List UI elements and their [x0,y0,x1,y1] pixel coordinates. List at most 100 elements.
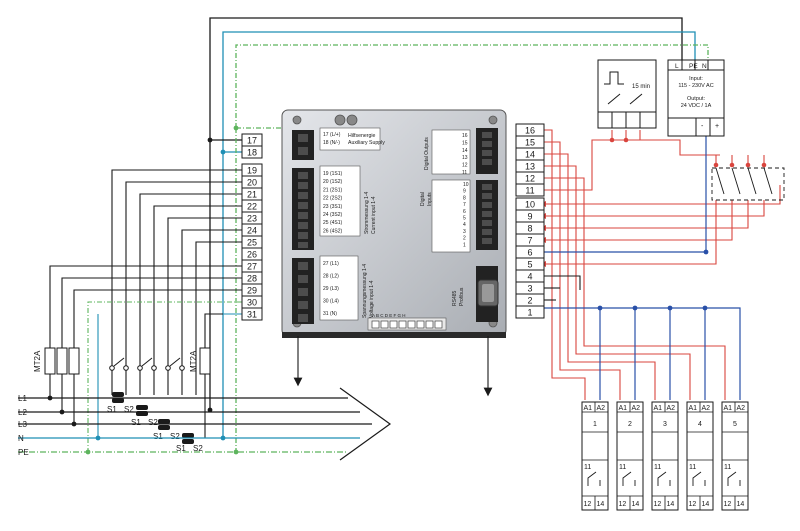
led-label: A B C D E F G H [372,313,406,318]
din-number: 2 [463,236,466,242]
din-label: Inputs [427,192,433,206]
left-terminal: 20 [241,175,263,189]
left-terminal-label: 27 [247,262,257,272]
left-terminal-label: 28 [247,274,257,284]
right-terminal: 6 [515,245,545,259]
din-number: 8 [463,195,466,201]
relay-contact-terminal: 14 [702,501,710,508]
voltage-label: Voltage input 1-4 [369,280,375,318]
current-line: 25 (4S1) [323,220,343,226]
relay-contact-terminal: 12 [654,501,662,508]
left-terminal: 17 [241,133,263,147]
current-line: 23 (3S1) [323,204,343,210]
current-line: 24 (3S2) [323,212,343,218]
relay-contact-terminal: 14 [737,501,745,508]
left-terminal: 18 [241,145,263,159]
psu-terminal: PE [689,63,698,70]
right-terminal: 4 [515,269,545,283]
right-terminal-label: 1 [527,308,532,318]
right-terminal-label: 9 [527,212,532,222]
relay-contact-terminal: 11 [619,464,626,471]
psu-output: 24 VDC / 1A [681,103,712,109]
left-terminal: 19 [241,163,263,177]
dout-number: 13 [462,155,468,161]
dout-label: Digital Outputs [424,137,430,170]
current-transformers [112,392,194,444]
relay-coil-terminal: A1 [584,405,593,412]
psu-input: 115 - 230V AC [678,83,713,89]
psu-output: Output: [687,96,706,102]
right-terminal-label: 7 [527,236,532,246]
aux-label: Auxiliary Supply [348,140,385,146]
left-terminal-label: 30 [247,298,257,308]
ct-label: S1 [107,405,117,414]
current-line: 22 (2S2) [323,196,343,202]
fuses [44,347,211,375]
bus-label: L3 [18,420,27,429]
right-terminal: 3 [515,281,545,295]
left-terminal-label: 24 [247,226,257,236]
left-terminal-label: 29 [247,286,257,296]
right-terminal-label: 10 [525,200,535,210]
voltage-line: 29 (L3) [323,286,339,292]
bus-junctions [47,125,239,455]
relay-number: 3 [663,421,667,428]
voltage-label: Spannungsmessung 1-4 [362,264,368,318]
left-terminal-label: 19 [247,166,257,176]
current-label: Strommessung 1-4 [364,192,370,234]
left-terminal-label: 21 [247,190,257,200]
bus-label: PE [18,448,29,457]
relay-number: 2 [628,421,632,428]
left-terminal-label: 17 [247,136,257,146]
right-terminal: 10 [515,197,545,211]
right-terminal: 1 [515,305,545,319]
relay-contact-terminal: 11 [689,464,696,471]
right-terminal-label: 6 [527,248,532,258]
relay-contact-terminal: 14 [597,501,605,508]
bus-label: L2 [18,408,27,417]
measure-wires [49,169,242,395]
relay-contact-terminal: 12 [584,501,592,508]
psu-terminal: L [675,63,679,70]
left-terminal-label: 20 [247,178,257,188]
ct-label: S1 [176,444,186,453]
right-terminal-label: 14 [525,150,535,160]
din-number: 4 [463,222,466,228]
right-terminal-label: 8 [527,224,532,234]
right-terminal-label: 16 [525,126,535,136]
right-terminal: 12 [515,171,545,185]
voltage-line: 30 (L4) [323,299,339,305]
din-number: 9 [463,189,466,195]
relay-coil-terminal: A2 [667,405,676,412]
ct-label: S2 [124,405,134,414]
relay-contact-terminal: 12 [619,501,627,508]
bus-label: L1 [18,394,27,403]
supply-wires [209,17,709,452]
current-line: 26 (4S2) [323,228,343,234]
ct-label: S1 [131,418,141,427]
rs485-label: Profibus [459,287,465,306]
right-terminal: 14 [515,147,545,161]
psu-output-terminal: + [715,123,719,130]
right-terminal-label: 5 [527,260,532,270]
relay-contact-terminal: 11 [724,464,731,471]
relay-contact-terminal: 14 [632,501,640,508]
psu-terminal: N [702,63,707,70]
relay-contact-terminal: 12 [689,501,697,508]
fuse-label-right: MT2A [189,350,198,372]
left-terminal-label: 26 [247,250,257,260]
right-terminal: 5 [515,257,545,271]
